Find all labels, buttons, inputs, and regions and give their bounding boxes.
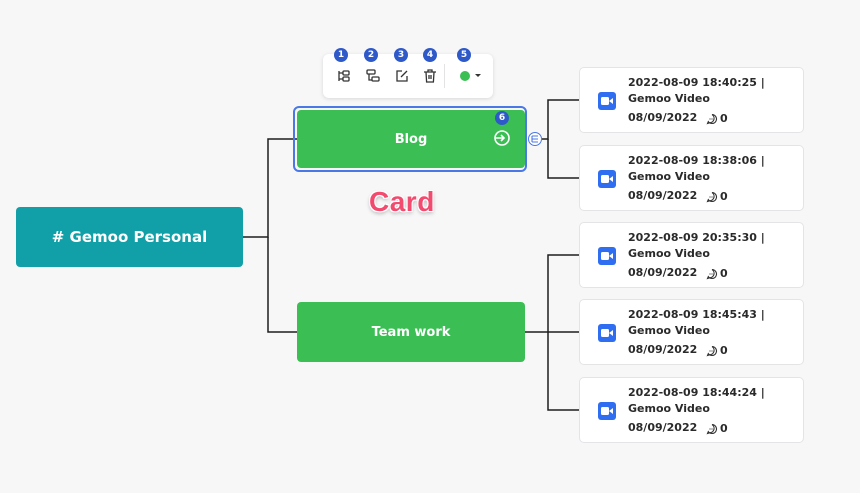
video-card[interactable]: 2022-08-09 18:44:24 |Gemoo Video 08/09/2… — [579, 377, 804, 443]
video-card[interactable]: 2022-08-09 20:35:30 |Gemoo Video 08/09/2… — [579, 222, 804, 288]
badge-6: 6 — [495, 111, 509, 125]
video-card-title: 2022-08-09 18:44:24 |Gemoo Video — [628, 386, 765, 415]
video-card[interactable]: 2022-08-09 18:40:25 |Gemoo Video 08/09/2… — [579, 67, 804, 133]
badge-3: 3 — [394, 48, 408, 62]
collapse-icon[interactable] — [493, 129, 511, 151]
video-card-title: 2022-08-09 20:35:30 |Gemoo Video — [628, 231, 765, 260]
card-annotation-label: Card — [369, 186, 435, 217]
root-node[interactable]: # Gemoo Personal — [16, 207, 243, 267]
video-camera-icon — [598, 402, 616, 420]
branch-node-label: Team work — [371, 324, 451, 340]
video-card-title: 2022-08-09 18:40:25 |Gemoo Video — [628, 76, 765, 105]
comment-count[interactable]: 0 — [706, 344, 728, 357]
comment-icon — [706, 268, 718, 279]
toolbar-divider — [444, 64, 445, 88]
badge-4: 4 — [423, 48, 437, 62]
video-card-title: 2022-08-09 18:45:43 |Gemoo Video — [628, 308, 765, 337]
branch-node-label: Blog — [394, 131, 428, 147]
branch-node-blog[interactable]: Blog 6 — [297, 110, 525, 168]
video-card-date: 08/09/2022 — [628, 343, 698, 356]
delete-icon[interactable] — [421, 67, 439, 85]
video-card-date: 08/09/2022 — [628, 111, 698, 124]
video-card-date: 08/09/2022 — [628, 266, 698, 279]
color-swatch — [460, 71, 470, 81]
badge-5: 5 — [457, 48, 471, 62]
video-card-date: 08/09/2022 — [628, 189, 698, 202]
video-camera-icon — [598, 324, 616, 342]
color-picker[interactable] — [459, 67, 483, 85]
selection-outline — [293, 106, 527, 172]
branch-node-team-work[interactable]: Team work — [297, 302, 525, 362]
video-card-date: 08/09/2022 — [628, 421, 698, 434]
comment-icon — [706, 423, 718, 434]
badge-2: 2 — [364, 48, 378, 62]
comment-count[interactable]: 0 — [706, 190, 728, 203]
comment-icon — [706, 345, 718, 356]
expand-children-icon[interactable] — [528, 132, 542, 146]
video-camera-icon — [598, 247, 616, 265]
add-sibling-icon[interactable] — [364, 67, 382, 85]
comment-count[interactable]: 0 — [706, 422, 728, 435]
comment-count[interactable]: 0 — [706, 267, 728, 280]
root-node-label: # Gemoo Personal — [51, 228, 208, 246]
video-card-title: 2022-08-09 18:38:06 |Gemoo Video — [628, 154, 765, 183]
badge-1: 1 — [334, 48, 348, 62]
comment-icon — [706, 113, 718, 124]
video-card[interactable]: 2022-08-09 18:45:43 |Gemoo Video 08/09/2… — [579, 299, 804, 365]
comment-icon — [706, 191, 718, 202]
video-camera-icon — [598, 92, 616, 110]
video-card[interactable]: 2022-08-09 18:38:06 |Gemoo Video 08/09/2… — [579, 145, 804, 211]
add-child-icon[interactable] — [335, 67, 353, 85]
comment-count[interactable]: 0 — [706, 112, 728, 125]
video-camera-icon — [598, 170, 616, 188]
edit-icon[interactable] — [393, 67, 411, 85]
chevron-down-icon — [475, 74, 481, 77]
